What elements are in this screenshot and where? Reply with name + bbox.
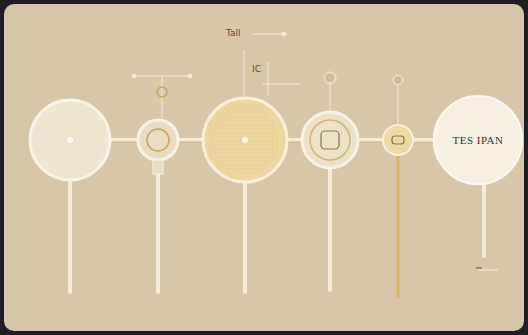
background-panel bbox=[4, 4, 524, 331]
lens-5 bbox=[383, 125, 413, 155]
lens-2 bbox=[138, 120, 178, 174]
top-label: IC bbox=[252, 64, 261, 74]
dash-mark bbox=[478, 270, 498, 271]
lens-1 bbox=[30, 100, 110, 180]
sticks bbox=[70, 155, 484, 296]
text-holder: TES IPAN bbox=[453, 134, 504, 146]
dash-mark bbox=[476, 268, 482, 269]
lens-4 bbox=[302, 112, 358, 168]
top-label: Tall bbox=[226, 28, 241, 38]
circle-text: TES IPAN bbox=[453, 134, 504, 146]
label-circle: TES IPAN bbox=[432, 94, 524, 186]
lens-3 bbox=[203, 98, 287, 182]
